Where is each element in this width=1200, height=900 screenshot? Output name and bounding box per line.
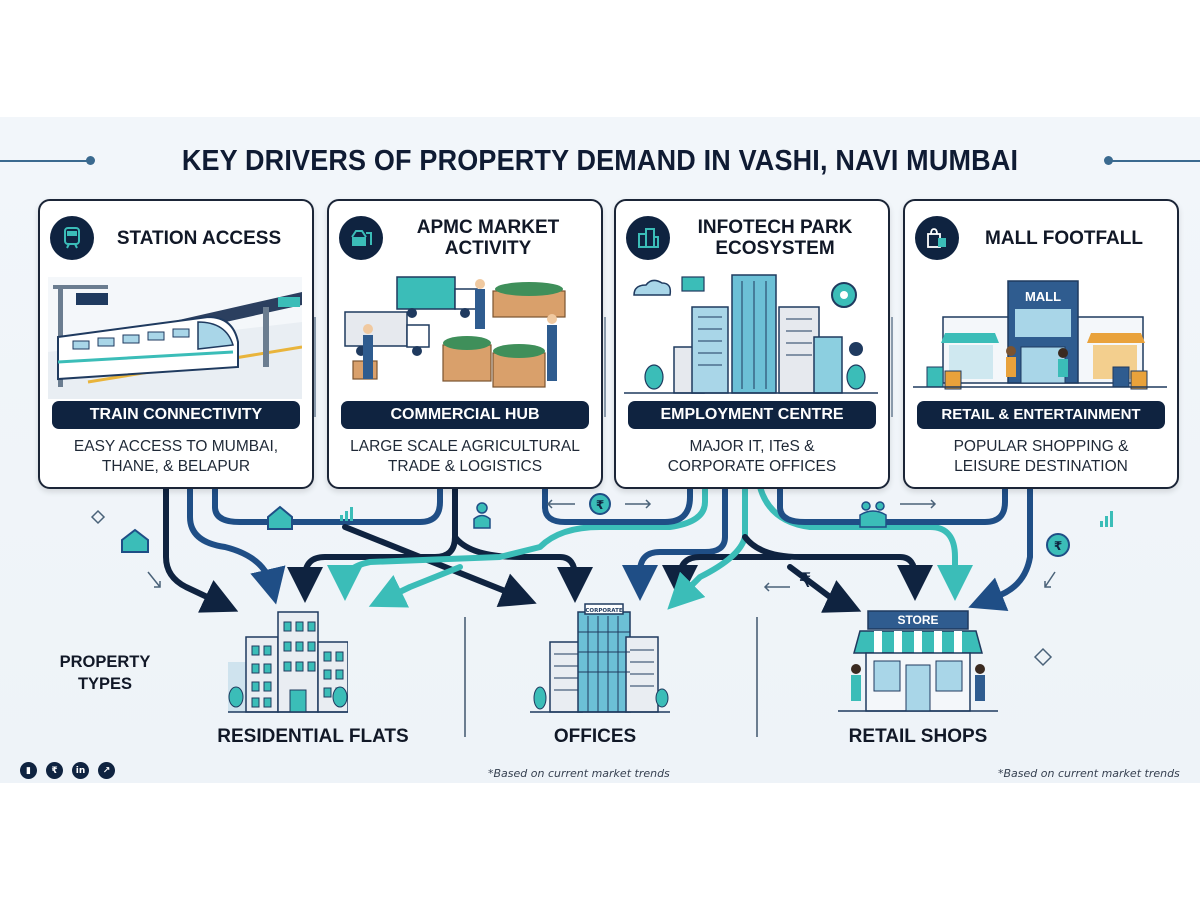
footnote-right: *Based on current market trends [998, 767, 1180, 780]
card-title: INFOTECH PARK ECOSYSTEM [697, 217, 853, 259]
card-title: APMC MARKET ACTIVITY [416, 217, 560, 259]
card-badge: RETAIL & ENTERTAINMENT [917, 401, 1165, 429]
shopping-bag-icon [915, 216, 959, 260]
corporate-tower-icon: CORPORATE [530, 603, 670, 713]
card-connector [314, 317, 316, 417]
office-buildings-icon [626, 216, 670, 260]
driver-card-mall-footfall: MALL FOOTFALL MALL RETAIL & ENTERTAINMEN… [903, 199, 1179, 489]
driver-card-infotech-park: INFOTECH PARK ECOSYSTEM EMPLOYMENT CENTR… [614, 199, 890, 489]
svg-text:MALL: MALL [1025, 289, 1061, 304]
page-title: KEY DRIVERS OF PROPERTY DEMAND IN VASHI,… [181, 145, 1019, 177]
infotech-park-illustration [624, 274, 878, 394]
svg-text:CORPORATE: CORPORATE [585, 608, 622, 614]
driver-card-apmc-market: APMC MARKET ACTIVITY COMMERCIAL HUB LARG… [327, 199, 603, 489]
decorative-family-icon [859, 501, 887, 528]
infographic-canvas: KEY DRIVERS OF PROPERTY DEMAND IN VASHI,… [0, 117, 1200, 783]
card-description: EASY ACCESS TO MUMBAI, THANE, & BELAPUR [73, 438, 279, 475]
section-divider [756, 617, 758, 737]
card-badge: COMMERCIAL HUB [341, 401, 589, 429]
market-cart-icon [339, 216, 383, 260]
decorative-house-icon-left [121, 528, 149, 553]
property-type-residential: RESIDENTIAL FLATS [217, 726, 409, 747]
footnote-center: *Based on current market trends [488, 767, 670, 780]
linkedin-icon[interactable]: in [72, 762, 89, 779]
property-types-heading: PROPERTY TYPES [59, 653, 151, 693]
title-dot-left [86, 156, 95, 165]
title-rule-left [0, 160, 88, 162]
card-connector [891, 317, 893, 417]
svg-text:STORE: STORE [897, 613, 938, 627]
trend-up-icon[interactable]: ↗ [98, 762, 115, 779]
bar-chart-icon[interactable]: ▮ [20, 762, 37, 779]
apartment-building-icon [228, 611, 348, 713]
title-rule-right [1108, 160, 1200, 162]
card-title: STATION ACCESS [116, 227, 282, 249]
card-badge: EMPLOYMENT CENTRE [628, 401, 876, 429]
card-description: LARGE SCALE AGRICULTURAL TRADE & LOGISTI… [350, 438, 580, 475]
card-connector [604, 317, 606, 417]
card-header: APMC MARKET ACTIVITY [339, 213, 593, 263]
title-row: KEY DRIVERS OF PROPERTY DEMAND IN VASHI,… [0, 141, 1200, 181]
driver-card-station-access: STATION ACCESS TRAIN CONNECTIVITY EASY A… [38, 199, 314, 489]
card-badge: TRAIN CONNECTIVITY [52, 401, 300, 429]
property-type-retail: RETAIL SHOPS [848, 726, 988, 747]
property-type-offices: OFFICES [553, 726, 637, 747]
train-station-illustration [48, 277, 302, 399]
storefront-icon: STORE [838, 610, 998, 712]
card-header: MALL FOOTFALL [915, 213, 1169, 263]
shopping-mall-illustration: MALL [913, 280, 1167, 390]
card-header: INFOTECH PARK ECOSYSTEM [626, 213, 880, 263]
svg-text:₹: ₹ [1054, 539, 1062, 553]
card-description: MAJOR IT, ITeS & CORPORATE OFFICES [667, 438, 837, 475]
decorative-house-icon [267, 505, 293, 530]
card-description: POPULAR SHOPPING & LEISURE DESTINATION [953, 438, 1129, 475]
social-icons: ▮ ₹ in ↗ [20, 762, 115, 779]
card-header: STATION ACCESS [50, 213, 304, 263]
card-title: MALL FOOTFALL [985, 227, 1143, 249]
svg-text:₹: ₹ [596, 498, 604, 512]
section-divider [464, 617, 466, 737]
decorative-person-icon [473, 502, 491, 529]
rupee-icon[interactable]: ₹ [46, 762, 63, 779]
apmc-market-illustration [344, 276, 566, 388]
train-icon [50, 216, 94, 260]
svg-text:₹: ₹ [799, 568, 812, 592]
